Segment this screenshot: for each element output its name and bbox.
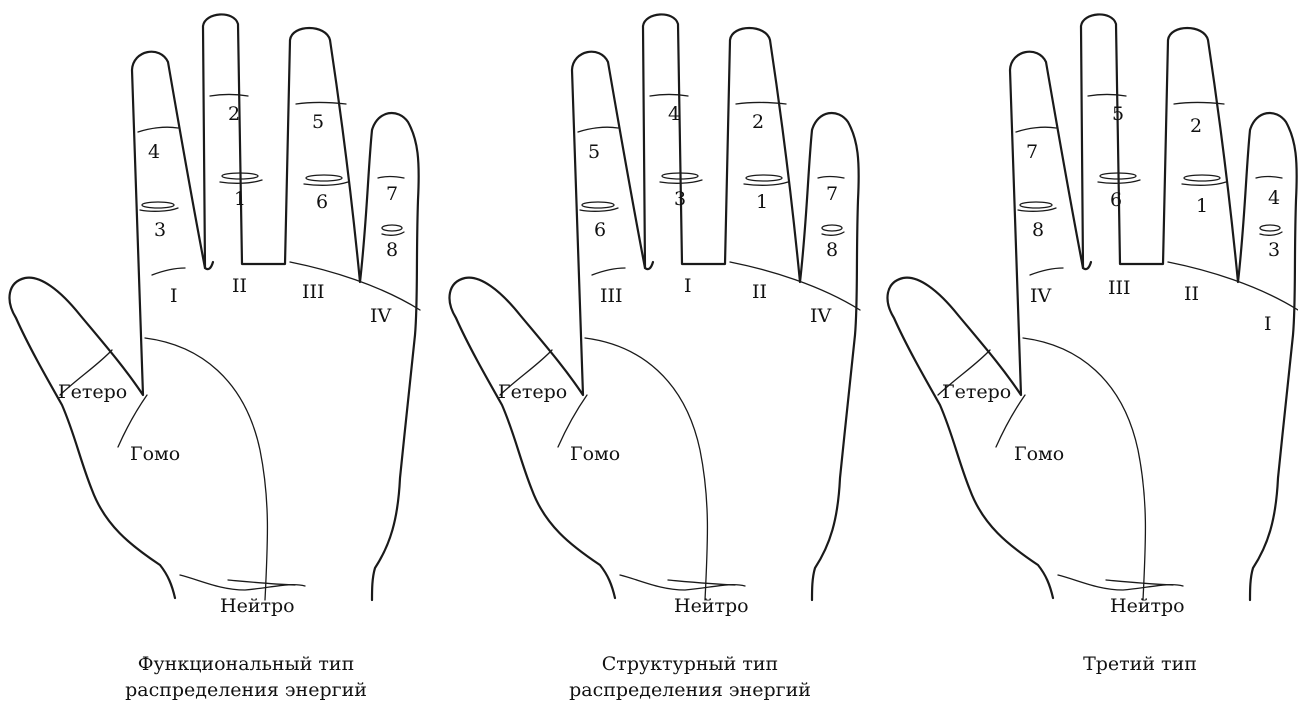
zone-label-hetero: Гетеро	[942, 381, 1011, 403]
finger-label: I	[684, 275, 692, 297]
segment-label: 7	[1026, 141, 1038, 163]
segment-label: 8	[386, 239, 398, 261]
segment-label: 1	[756, 191, 768, 213]
finger-label: II	[232, 275, 247, 297]
hand-outline	[10, 14, 420, 600]
zone-label-neutro: Нейтро	[220, 595, 295, 617]
segment-label: 6	[316, 191, 328, 213]
segment-label: 1	[234, 188, 246, 210]
finger-label: IV	[810, 305, 832, 327]
hand-diagram-functional: 4 2 5 3 1 6 7 8 I II III IV Гетеро Гомо …	[10, 14, 420, 701]
caption-line-2: распределения энергий	[569, 679, 811, 701]
finger-label: III	[1108, 277, 1131, 299]
zone-label-homo: Гомо	[130, 443, 180, 465]
zone-label-hetero: Гетеро	[58, 381, 127, 403]
finger-label: I	[170, 285, 178, 307]
zone-label-homo: Гомо	[1014, 443, 1064, 465]
zone-label-hetero: Гетеро	[498, 381, 567, 403]
zone-label-neutro: Нейтро	[1110, 595, 1185, 617]
hand-outline	[450, 14, 860, 600]
hand-diagram-third: 7 5 2 8 6 1 4 3 IV III II I Гетеро Гомо …	[888, 14, 1298, 675]
finger-label: III	[600, 285, 623, 307]
segment-label: 5	[1112, 103, 1124, 125]
finger-label: I	[1264, 313, 1272, 335]
finger-label: II	[1184, 283, 1199, 305]
caption-line-1: Третий тип	[1083, 653, 1197, 675]
segment-label: 4	[148, 141, 160, 163]
segment-label: 2	[228, 103, 240, 125]
segment-label: 7	[386, 183, 398, 205]
segment-label: 1	[1196, 195, 1208, 217]
segment-label: 8	[1032, 219, 1044, 241]
hand-diagram-structural: 5 4 2 6 3 1 7 8 III I II IV Гетеро Гомо …	[450, 14, 860, 701]
segment-label: 3	[674, 188, 686, 210]
segment-label: 3	[1268, 239, 1280, 261]
segment-label: 2	[1190, 115, 1202, 137]
segment-label: 5	[312, 111, 324, 133]
segment-label: 6	[594, 219, 606, 241]
segment-label: 8	[826, 239, 838, 261]
finger-label: IV	[1030, 285, 1052, 307]
caption-line-1: Структурный тип	[602, 653, 778, 675]
finger-label: IV	[370, 305, 392, 327]
segment-label: 3	[154, 219, 166, 241]
finger-label: II	[752, 281, 767, 303]
segment-label: 7	[826, 183, 838, 205]
segment-label: 2	[752, 111, 764, 133]
segment-label: 4	[1268, 187, 1280, 209]
zone-label-homo: Гомо	[570, 443, 620, 465]
finger-label: III	[302, 281, 325, 303]
segment-label: 5	[588, 141, 600, 163]
segment-label: 6	[1110, 189, 1122, 211]
caption-line-2: распределения энергий	[125, 679, 367, 701]
caption-line-1: Функциональный тип	[138, 653, 355, 675]
hand-outline	[888, 14, 1298, 600]
zone-label-neutro: Нейтро	[674, 595, 749, 617]
segment-label: 4	[668, 103, 680, 125]
